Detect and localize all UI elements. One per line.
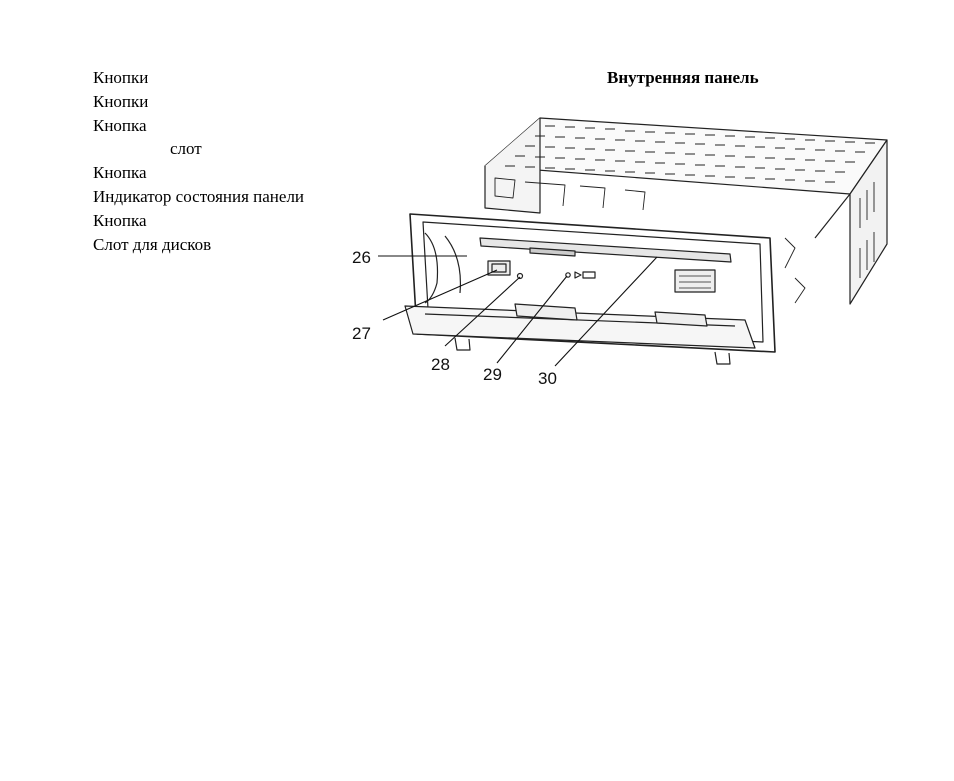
legend-item-8: Слот для дисков [93, 235, 212, 254]
callout-30: 30 [538, 369, 557, 388]
callout-26: 26 [352, 248, 371, 267]
callout-29: 29 [483, 365, 502, 384]
head-unit-diagram: 26 27 28 29 30 [352, 117, 888, 388]
callout-27: 27 [352, 324, 371, 343]
callout-28: 28 [431, 355, 450, 374]
legend-item-7: Кнопка [93, 211, 147, 230]
legend-item-3: Кнопка [93, 116, 147, 135]
legend-item-6: Индикатор состояния панели [93, 187, 305, 206]
legend-item-4: слот [170, 139, 202, 158]
legend-item-2: Кнопки [93, 92, 149, 111]
legend-item-1: Кнопки [93, 68, 149, 87]
section-title: Внутренняя панель [607, 68, 759, 87]
legend-item-5: Кнопка [93, 163, 147, 182]
